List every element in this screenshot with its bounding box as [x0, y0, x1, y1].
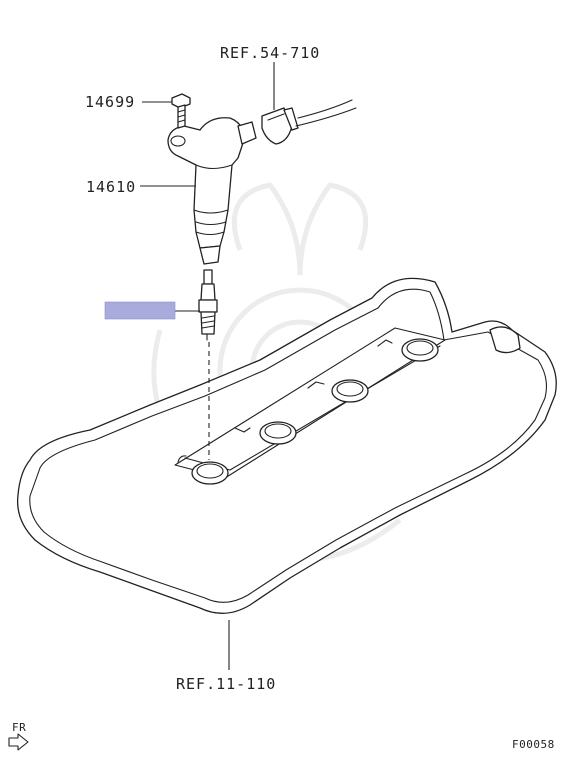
front-arrow-icon [8, 733, 29, 751]
callout-ref-head-cover: REF.11-110 [176, 675, 276, 693]
ignition-coil [167, 117, 257, 265]
highlighted-part-callout[interactable] [104, 301, 176, 320]
coil-bolt [171, 93, 191, 129]
figure-code: F00058 [512, 738, 555, 751]
harness-connector [261, 99, 357, 145]
cylinder-head-cover [16, 277, 557, 614]
callout-coil: 14610 [86, 178, 136, 196]
spark-plug [198, 269, 218, 341]
front-label: FR [12, 721, 26, 734]
callout-ref-connector: REF.54-710 [220, 44, 320, 62]
front-direction-indicator: FR [8, 721, 29, 751]
callout-bolt: 14699 [85, 93, 135, 111]
